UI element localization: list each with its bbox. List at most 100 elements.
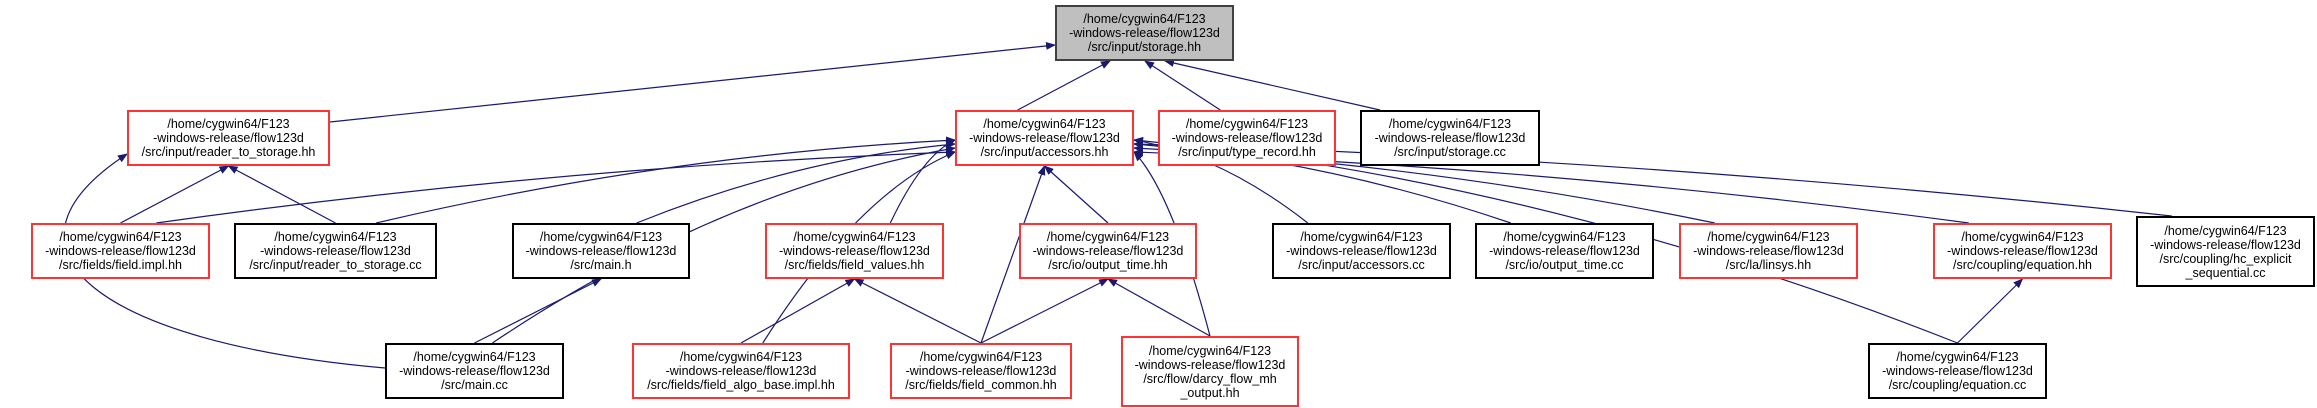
node-label-line: /home/cygwin64/F123 <box>1707 230 1830 244</box>
node-output-time-hh[interactable]: /home/cygwin64/F123-windows-release/flow… <box>1019 223 1197 279</box>
node-type-record-hh[interactable]: /home/cygwin64/F123-windows-release/flow… <box>1158 110 1336 166</box>
node-reader-to-storage-hh[interactable]: /home/cygwin64/F123-windows-release/flow… <box>127 110 330 166</box>
edge-field-common-hh-to-output-time-hh <box>980 278 1109 344</box>
node-label-line: /src/input/accessors.cc <box>1298 258 1425 272</box>
node-label-line: -windows-release/flow123d <box>1947 244 2098 258</box>
edge-field-values-hh-to-accessors-hh <box>889 139 956 224</box>
node-label-line: /home/cygwin64/F123 <box>1046 230 1170 244</box>
edge-output-time-hh-to-accessors-hh <box>1043 165 1109 224</box>
edge-field-common-hh-to-field-values-hh <box>853 278 982 344</box>
node-main-cc[interactable]: /home/cygwin64/F123-windows-release/flow… <box>385 343 564 399</box>
node-label-line: /src/fields/field.impl.hh <box>59 258 182 272</box>
edge-reader-to-storage-cc-to-accessors-hh <box>375 136 956 224</box>
edge-type-record-hh-to-storage-hh <box>1144 60 1221 111</box>
node-label-line: -windows-release/flow123d <box>153 131 304 145</box>
node-field-values-hh[interactable]: /home/cygwin64/F123-windows-release/flow… <box>765 223 944 279</box>
node-label-line: -windows-release/flow123d <box>1032 244 1184 258</box>
node-label-line: /home/cygwin64/F123 <box>793 230 916 244</box>
node-label-line: /home/cygwin64/F123 <box>1083 12 1206 26</box>
node-label-line: /src/main.h <box>570 258 632 272</box>
node-label-line: /home/cygwin64/F123 <box>1185 117 1309 131</box>
node-label-line: -windows-release/flow123d <box>1693 244 1844 258</box>
node-label-line: -windows-release/flow123d <box>1882 364 2033 378</box>
node-hc-explicit-sequential-cc[interactable]: /home/cygwin64/F123-windows-release/flow… <box>2136 216 2315 287</box>
edge-equation-cc-to-equation-hh <box>1957 278 2024 344</box>
node-label-line: /src/main.cc <box>441 378 508 392</box>
node-label-line: /home/cygwin64/F123 <box>1148 343 1272 358</box>
node-label-line: -windows-release/flow123d <box>1171 131 1323 145</box>
node-label-line: /src/coupling/equation.hh <box>1953 258 2092 272</box>
node-linsys-hh[interactable]: /home/cygwin64/F123-windows-release/flow… <box>1679 223 1858 279</box>
edge-field-algo-base-impl-hh-to-field-values-hh <box>740 278 856 344</box>
node-label-line: /src/io/output_time.hh <box>1048 258 1168 272</box>
node-storage-cc[interactable]: /home/cygwin64/F123-windows-release/flow… <box>1360 110 1540 166</box>
edge-main-cc-to-main-h <box>474 278 602 344</box>
node-label-line: _sequential.cc <box>2185 265 2266 280</box>
edge-main-h-to-accessors-hh <box>636 140 956 224</box>
node-equation-hh[interactable]: /home/cygwin64/F123-windows-release/flow… <box>1933 223 2112 279</box>
node-label-line: /home/cygwin64/F123 <box>1896 350 2019 364</box>
node-accessors-hh[interactable]: /home/cygwin64/F123-windows-release/flow… <box>955 110 1134 166</box>
node-label-line: /home/cygwin64/F123 <box>167 117 290 131</box>
node-label-line: /src/fields/field_values.hh <box>784 258 925 272</box>
node-label-line: -windows-release/flow123d <box>779 244 930 258</box>
node-field-common-hh[interactable]: /home/cygwin64/F123-windows-release/flow… <box>890 343 1072 399</box>
node-label-line: -windows-release/flow123d <box>525 244 677 258</box>
node-label-line: /src/fields/field_algo_base.impl.hh <box>647 378 835 392</box>
node-label-line: /src/fields/field_common.hh <box>905 378 1057 392</box>
node-label-line: -windows-release/flow123d <box>2150 237 2301 252</box>
node-label-line: /src/input/reader_to_storage.cc <box>249 258 422 272</box>
node-label-line: /src/input/reader_to_storage.hh <box>141 145 316 159</box>
node-label-line: /src/la/linsys.hh <box>1725 258 1812 272</box>
edge-field-algo-base-impl-hh-to-accessors-hh <box>762 151 956 344</box>
node-label-line: _output.hh <box>1180 385 1240 400</box>
node-storage-hh[interactable]: /home/cygwin64/F123-windows-release/flow… <box>1055 5 1234 61</box>
edge-darcy-flow-mh-output-hh-to-output-time-hh <box>1107 278 1211 337</box>
node-label-line: -windows-release/flow123d <box>905 364 1057 378</box>
node-label-line: /home/cygwin64/F123 <box>413 350 536 364</box>
edge-main-cc-to-reader-to-storage-hh <box>63 153 386 369</box>
node-label-line: /home/cygwin64/F123 <box>1388 117 1512 131</box>
node-label-line: -windows-release/flow123d <box>1374 131 1526 145</box>
node-main-h[interactable]: /home/cygwin64/F123-windows-release/flow… <box>512 223 690 279</box>
node-label-line: /src/coupling/hc_explicit <box>2159 251 2292 266</box>
node-label-line: -windows-release/flow123d <box>45 244 196 258</box>
node-label-line: -windows-release/flow123d <box>399 364 550 378</box>
edge-darcy-flow-mh-output-hh-to-accessors-hh <box>1133 151 1211 337</box>
node-label-line: /home/cygwin64/F123 <box>2164 223 2287 238</box>
node-label-line: /src/input/storage.hh <box>1087 40 1202 54</box>
edge-field-impl-hh-to-accessors-hh <box>156 148 956 224</box>
node-label-line: /home/cygwin64/F123 <box>919 350 1043 364</box>
node-label-line: /src/input/accessors.hh <box>980 145 1109 159</box>
node-label-line: /home/cygwin64/F123 <box>539 230 663 244</box>
node-label-line: /home/cygwin64/F123 <box>59 230 182 244</box>
node-label-line: /src/input/type_record.hh <box>1178 145 1316 159</box>
node-label-line: /src/coupling/equation.cc <box>1888 378 2027 392</box>
node-label-line: /src/io/output_time.cc <box>1505 258 1624 272</box>
node-label-line: /home/cygwin64/F123 <box>679 350 803 364</box>
node-label-line: /home/cygwin64/F123 <box>274 230 397 244</box>
edge-field-common-hh-to-accessors-hh <box>980 165 1046 344</box>
edge-field-impl-hh-to-reader-to-storage-hh <box>120 165 230 224</box>
node-label-line: -windows-release/flow123d <box>1134 357 1286 372</box>
node-accessors-cc[interactable]: /home/cygwin64/F123-windows-release/flow… <box>1272 223 1451 279</box>
node-field-algo-base-impl-hh[interactable]: /home/cygwin64/F123-windows-release/flow… <box>632 343 850 399</box>
node-label-line: /home/cygwin64/F123 <box>1300 230 1423 244</box>
node-label-line: /src/flow/darcy_flow_mh <box>1143 371 1277 386</box>
node-output-time-cc[interactable]: /home/cygwin64/F123-windows-release/flow… <box>1475 223 1654 279</box>
edge-reader-to-storage-hh-to-storage-hh <box>329 41 1056 123</box>
node-label-line: -windows-release/flow123d <box>665 364 817 378</box>
node-label-line: /src/input/storage.cc <box>1394 145 1506 159</box>
node-field-impl-hh[interactable]: /home/cygwin64/F123-windows-release/flow… <box>31 223 210 279</box>
node-equation-cc[interactable]: /home/cygwin64/F123-windows-release/flow… <box>1868 343 2047 399</box>
node-label-line: /home/cygwin64/F123 <box>983 117 1106 131</box>
node-darcy-flow-mh-output-hh[interactable]: /home/cygwin64/F123-windows-release/flow… <box>1121 336 1299 407</box>
node-label-line: -windows-release/flow123d <box>1069 26 1220 40</box>
edge-storage-cc-to-storage-hh <box>1164 59 1381 111</box>
node-reader-to-storage-cc[interactable]: /home/cygwin64/F123-windows-release/flow… <box>234 223 437 279</box>
node-label-line: /home/cygwin64/F123 <box>1961 230 2084 244</box>
edge-reader-to-storage-cc-to-reader-to-storage-hh <box>227 165 336 224</box>
node-label-line: /home/cygwin64/F123 <box>1503 230 1626 244</box>
edge-main-cc-to-accessors-hh <box>492 145 956 344</box>
